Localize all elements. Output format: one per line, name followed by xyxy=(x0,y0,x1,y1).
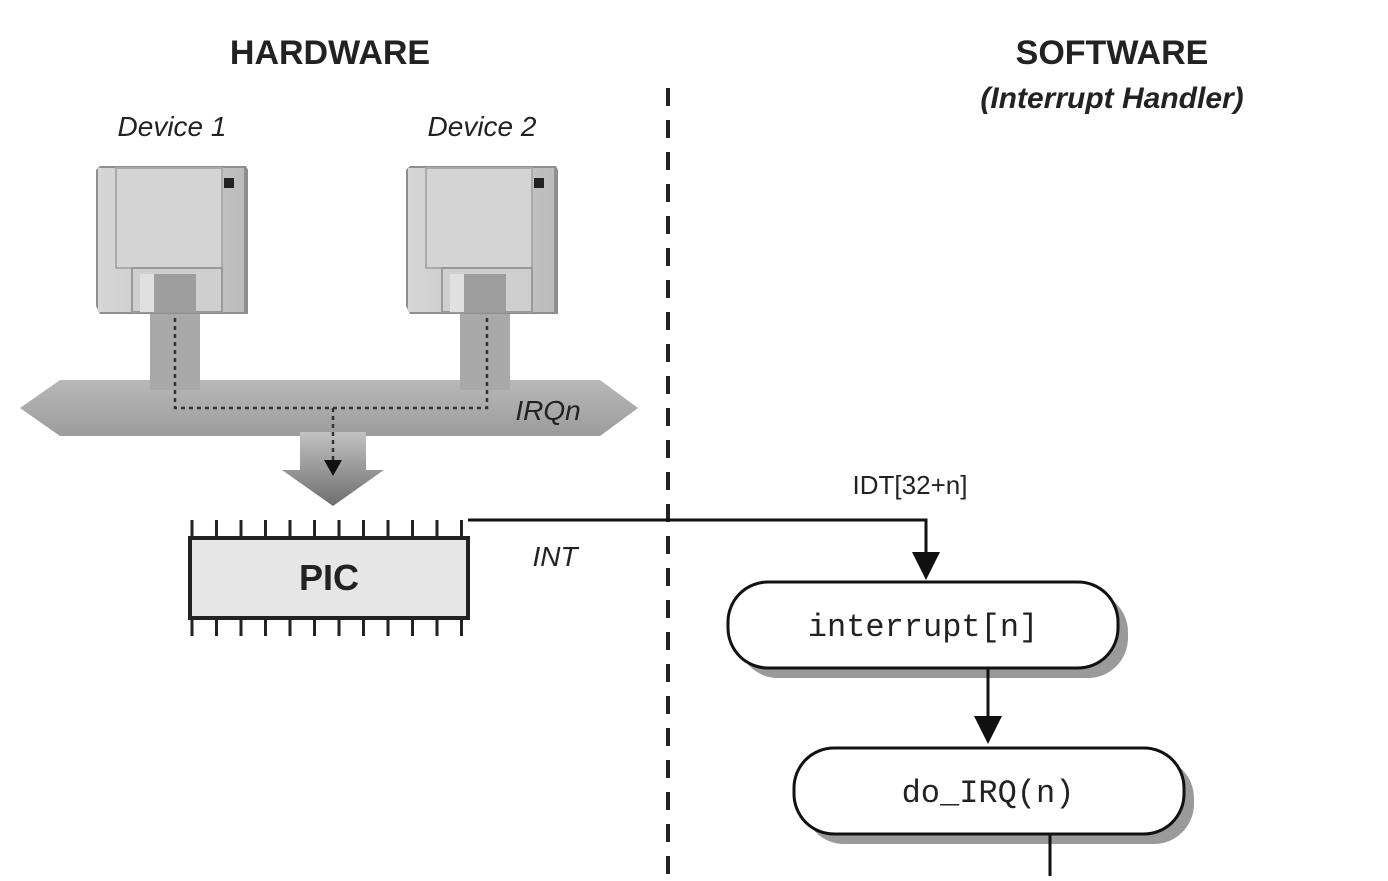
do-irq-node: do_IRQ(n) xyxy=(792,746,1194,844)
irq-signal-arrowhead xyxy=(324,460,342,476)
device-2-connector xyxy=(460,310,510,390)
device-1-label: Device 1 xyxy=(118,111,227,142)
hardware-title: HARDWARE xyxy=(230,34,430,72)
pic-label: PIC xyxy=(299,557,359,598)
pic-top-pins xyxy=(190,520,463,538)
device-1-floppy-icon xyxy=(96,166,248,314)
pic-chip: PIC xyxy=(188,520,470,636)
idt-vector-label: IDT[32+n] xyxy=(853,470,968,500)
int-label: INT xyxy=(532,541,579,572)
int-line-arrowhead xyxy=(912,552,940,580)
software-title: SOFTWARE xyxy=(1016,34,1209,72)
interrupt-n-label: interrupt[n] xyxy=(808,609,1038,646)
device-2-label: Device 2 xyxy=(428,111,537,142)
bus-label: IRQn xyxy=(515,395,580,426)
irq-signal-path xyxy=(173,318,489,462)
software-subtitle: (Interrupt Handler) xyxy=(980,82,1243,115)
int-line xyxy=(468,518,928,562)
interrupt-n-node: interrupt[n] xyxy=(726,580,1128,678)
device-2-floppy-icon xyxy=(406,166,558,314)
interrupt-to-doirq-arrowhead xyxy=(974,716,1002,744)
do-irq-label: do_IRQ(n) xyxy=(902,775,1075,812)
pic-bottom-pins xyxy=(190,618,463,636)
